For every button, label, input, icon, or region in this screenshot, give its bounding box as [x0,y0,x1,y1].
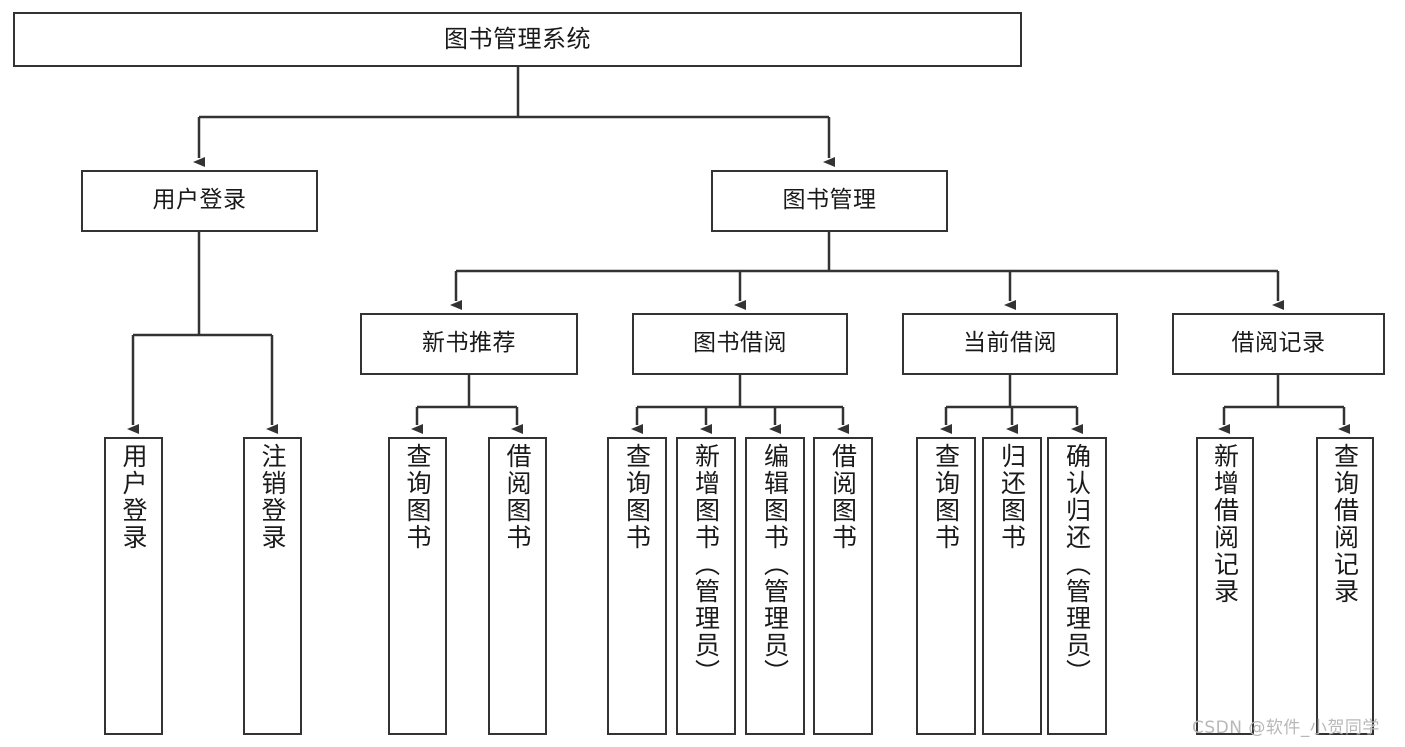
node-label: 图书管理 [782,187,877,214]
node-label: 新增借阅记录 [1210,443,1240,605]
node-label: 新书推荐 [422,330,516,357]
node-label: 查询图书 [931,443,961,551]
csdn-watermark: CSDN @软件_小贺同学 [1192,718,1380,738]
node-label: 用户登录 [119,443,148,551]
node-label: 用户登录 [152,187,247,214]
node-leaf-query-book-current[interactable]: 查询图书 [916,437,976,735]
node-user-login[interactable]: 用户登录 [81,170,318,232]
node-leaf-add-book-admin[interactable]: 新增图书（管理员） [676,437,736,735]
node-leaf-query-book-borrowing[interactable]: 查询图书 [607,437,667,735]
node-root-book-management-system[interactable]: 图书管理系统 [13,12,1022,67]
node-leaf-user-login[interactable]: 用户登录 [104,437,163,735]
node-leaf-confirm-return-admin[interactable]: 确认归还（管理员） [1047,437,1107,735]
node-borrow-records[interactable]: 借阅记录 [1172,313,1385,375]
node-leaf-add-borrow-record[interactable]: 新增借阅记录 [1196,437,1254,735]
node-label: 当前借阅 [963,330,1057,357]
node-leaf-borrow-book-recommendation[interactable]: 借阅图书 [488,437,547,735]
node-label: 确认归还（管理员） [1062,443,1092,686]
node-label: 新增图书（管理员） [691,443,721,686]
node-label: 查询图书 [622,443,652,551]
node-label: 编辑图书（管理员） [760,443,790,686]
node-label: 借阅记录 [1231,330,1326,357]
node-label: 借阅图书 [828,443,858,551]
node-book-borrowing[interactable]: 图书借阅 [632,313,848,375]
node-leaf-return-book[interactable]: 归还图书 [982,437,1042,735]
node-label: 注销登录 [258,443,287,551]
node-leaf-edit-book-admin[interactable]: 编辑图书（管理员） [745,437,805,735]
node-current-borrowing[interactable]: 当前借阅 [902,313,1118,375]
node-label: 图书借阅 [693,330,787,357]
node-label: 查询图书 [403,443,432,551]
node-book-management[interactable]: 图书管理 [711,170,948,232]
node-label: 查询借阅记录 [1330,443,1360,605]
node-new-book-recommendation[interactable]: 新书推荐 [360,313,578,375]
node-leaf-logout[interactable]: 注销登录 [243,437,302,735]
node-leaf-borrow-book-borrowing[interactable]: 借阅图书 [813,437,873,735]
node-label: 图书管理系统 [444,25,591,54]
node-leaf-query-borrow-record[interactable]: 查询借阅记录 [1316,437,1374,735]
node-label: 借阅图书 [503,443,532,551]
node-leaf-query-book-recommendation[interactable]: 查询图书 [388,437,447,735]
node-label: 归还图书 [997,443,1027,551]
